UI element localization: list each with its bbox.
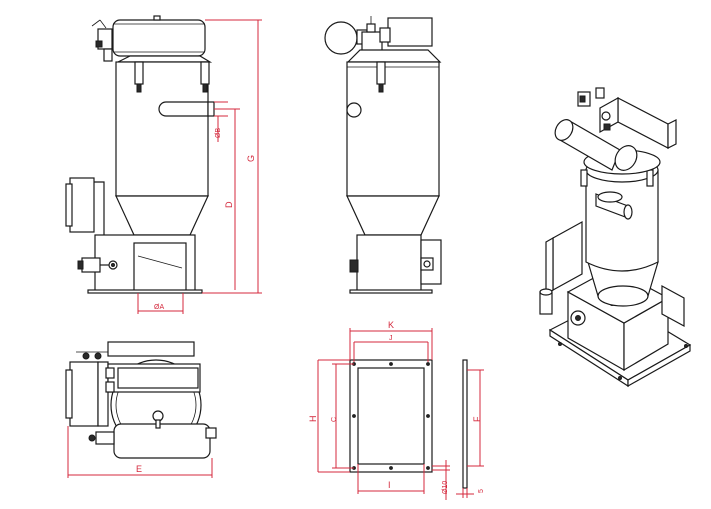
- dimension-phib: ØB: [214, 101, 228, 142]
- dimension-j: J: [353, 335, 429, 362]
- flange-view: K J H C I: [308, 320, 450, 500]
- dimension-f: F: [467, 369, 484, 467]
- dimension-phib-label: ØB: [215, 128, 222, 138]
- dimension-thickness-label: 5: [478, 489, 485, 493]
- front-view: G D ØB ØA: [65, 15, 262, 314]
- dimension-k: K: [349, 320, 433, 360]
- dimension-k-label: K: [388, 320, 394, 330]
- level-sensor-icon: [77, 257, 118, 273]
- isometric-view: [539, 87, 692, 388]
- dimension-e-label: E: [136, 464, 142, 474]
- dimension-thickness: 5: [456, 488, 485, 498]
- dimension-f-label: F: [472, 416, 482, 422]
- dimension-d-label: D: [224, 201, 234, 208]
- dimension-g-label: G: [246, 155, 256, 162]
- dimension-i: I: [357, 464, 425, 494]
- dimension-j-label: J: [389, 335, 393, 342]
- dimension-g: G: [202, 19, 262, 294]
- dimension-phia-label: ØA: [154, 304, 164, 311]
- top-view: E: [65, 341, 217, 478]
- dimension-h: H: [308, 359, 350, 473]
- dimension-c: C: [331, 363, 354, 469]
- side-view: [324, 16, 442, 294]
- dimension-c-label: C: [331, 417, 338, 422]
- dimension-phil: Ø10: [432, 460, 450, 500]
- dimension-i-label: I: [388, 480, 391, 490]
- dimension-d: D: [214, 108, 240, 290]
- dimension-phia: ØA: [137, 293, 184, 314]
- flange-section-view: F 5: [456, 359, 485, 498]
- dimension-h-label: H: [308, 416, 318, 423]
- solenoid-valve-icon: [91, 19, 113, 62]
- dimension-e: E: [67, 426, 213, 478]
- dimension-phil-label: Ø10: [442, 481, 449, 494]
